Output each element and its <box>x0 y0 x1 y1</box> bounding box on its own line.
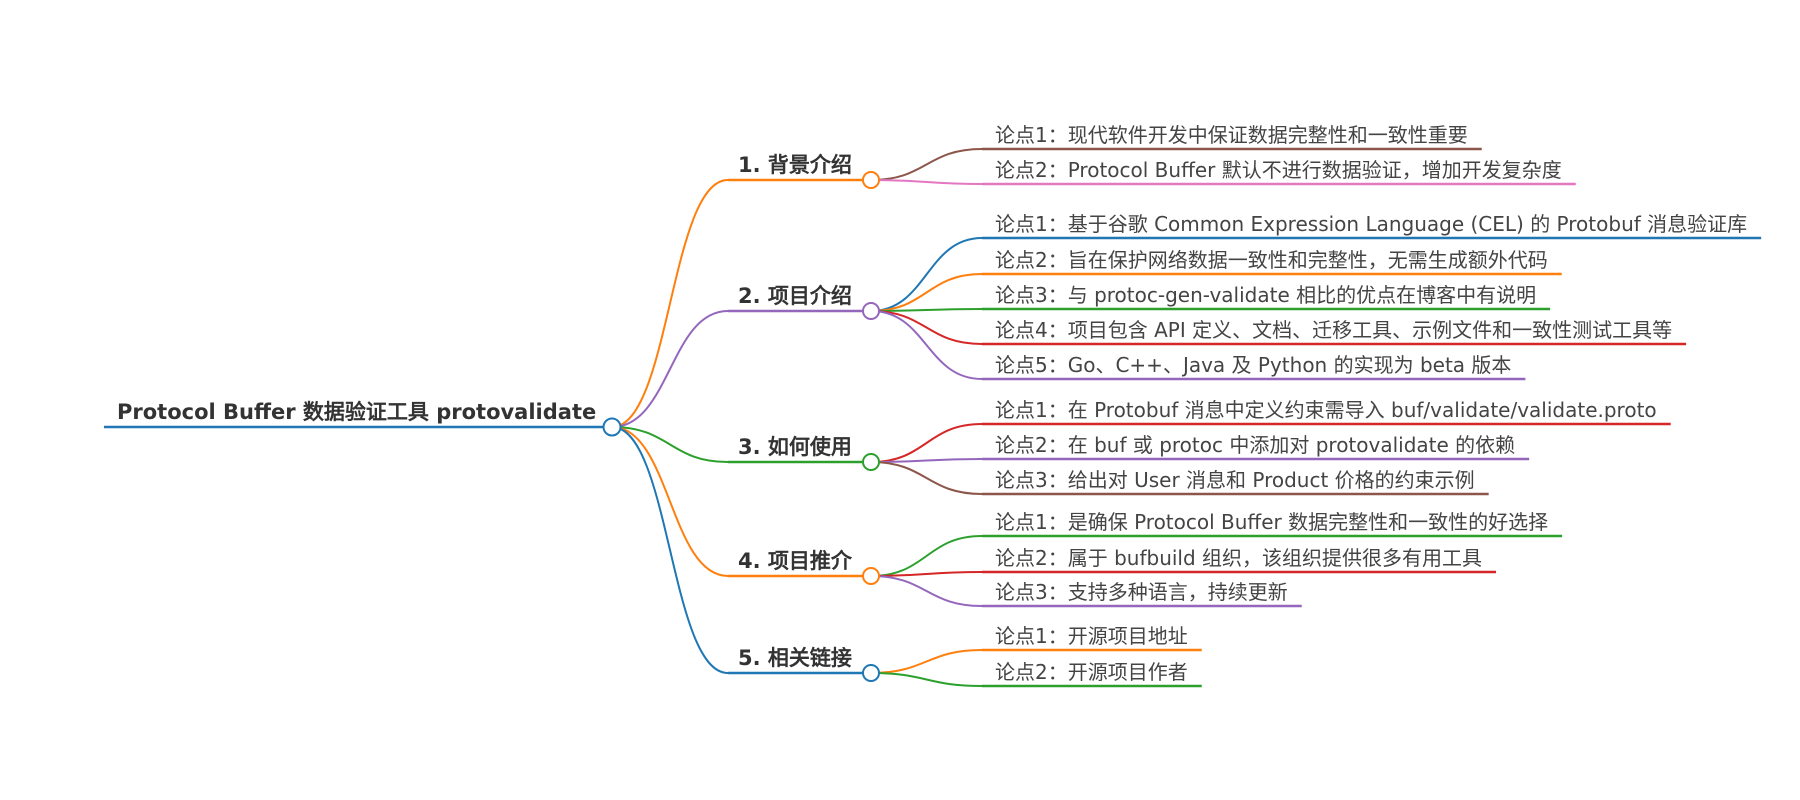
branch-node-circle[interactable] <box>862 171 880 189</box>
leaf-connector <box>870 461 983 495</box>
leaf-topic: 论点3：给出对 User 消息和 Product 价格的约束示例 <box>995 468 1475 492</box>
leaf-topic: 论点2：开源项目作者 <box>995 660 1188 684</box>
branch-topic: 5. 相关链接 <box>738 646 852 670</box>
branch-connector <box>611 426 729 674</box>
leaf-connector <box>870 308 983 312</box>
leaf-topic: 论点1：现代软件开发中保证数据完整性和一致性重要 <box>995 123 1468 147</box>
branch-topic: 3. 如何使用 <box>738 435 852 459</box>
leaf-connector <box>870 310 983 380</box>
leaf-topic: 论点1：开源项目地址 <box>995 624 1188 648</box>
leaf-topic: 论点1：是确保 Protocol Buffer 数据完整性和一致性的好选择 <box>995 510 1548 534</box>
leaf-topic: 论点2：属于 bufbuild 组织，该组织提供很多有用工具 <box>995 546 1482 570</box>
leaf-connector <box>870 423 983 463</box>
branch-node-circle[interactable] <box>862 453 880 471</box>
leaf-connector <box>870 672 983 687</box>
leaf-topic: 论点2：Protocol Buffer 默认不进行数据验证，增加开发复杂度 <box>995 158 1562 182</box>
branch-connector <box>611 426 729 463</box>
node-layer <box>602 171 880 682</box>
leaf-topic: 论点1：基于谷歌 Common Expression Language (CEL… <box>995 212 1747 236</box>
leaf-topic: 论点5：Go、C++、Java 及 Python 的实现为 beta 版本 <box>995 353 1511 377</box>
leaf-connector <box>870 571 983 577</box>
branch-topic: 2. 项目介绍 <box>738 284 852 308</box>
root-node-circle[interactable] <box>602 417 622 437</box>
leaf-connector <box>870 273 983 312</box>
leaf-connector <box>870 575 983 607</box>
branch-connector <box>611 310 729 428</box>
leaf-topic: 论点2：在 buf 或 protoc 中添加对 protovalidate 的依… <box>995 433 1515 457</box>
leaf-connector <box>870 535 983 577</box>
leaf-topic: 论点3：支持多种语言，持续更新 <box>995 580 1288 604</box>
leaf-connector <box>870 179 983 185</box>
connector-layer <box>611 148 983 687</box>
leaf-topic: 论点3：与 protoc-gen-validate 相比的优点在博客中有说明 <box>995 283 1536 307</box>
branch-node-circle[interactable] <box>862 302 880 320</box>
root-topic: Protocol Buffer 数据验证工具 protovalidate <box>117 400 596 424</box>
leaf-topic: 论点2：旨在保护网络数据一致性和完整性，无需生成额外代码 <box>995 248 1548 272</box>
leaf-topic: 论点4：项目包含 API 定义、文档、迁移工具、示例文件和一致性测试工具等 <box>995 318 1672 342</box>
branch-node-circle[interactable] <box>862 664 880 682</box>
branch-connector <box>611 179 729 428</box>
leaf-connector <box>870 310 983 345</box>
leaf-topic: 论点1：在 Protobuf 消息中定义约束需导入 buf/validate/v… <box>995 398 1657 422</box>
branch-topic: 1. 背景介绍 <box>738 153 852 177</box>
leaf-connector <box>870 237 983 312</box>
branch-connector <box>611 426 729 577</box>
branch-node-circle[interactable] <box>862 567 880 585</box>
branch-topic: 4. 项目推介 <box>738 549 853 573</box>
leaf-connector <box>870 458 983 463</box>
leaf-connector <box>870 148 983 181</box>
label-layer: Protocol Buffer 数据验证工具 protovalidate 1. 背… <box>117 123 1747 684</box>
leaf-connector <box>870 649 983 674</box>
underline-layer <box>104 147 1762 688</box>
